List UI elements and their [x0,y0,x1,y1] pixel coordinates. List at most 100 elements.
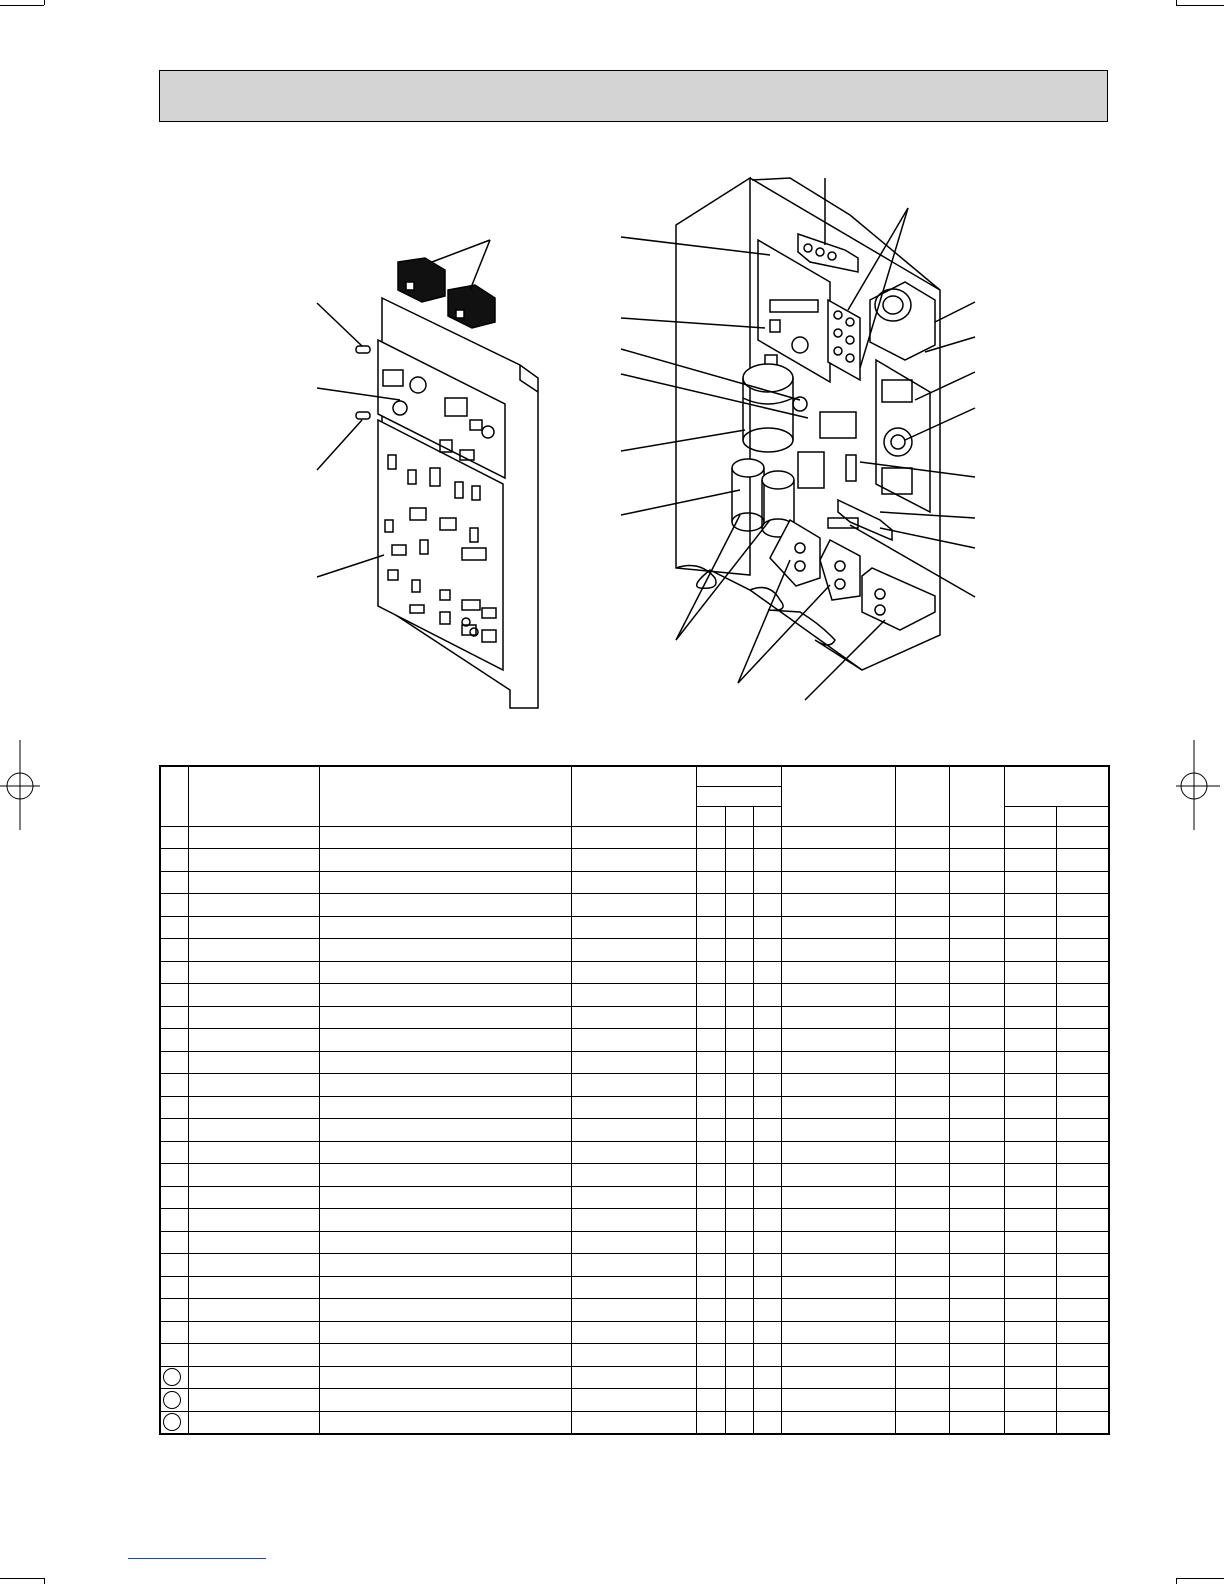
crop-mark-bottom-right-v [1176,1578,1177,1584]
table-cell [571,1208,697,1232]
table-cell [187,1163,320,1187]
table-cell [318,1388,573,1412]
table-cell [695,1140,726,1164]
table-cell [780,1388,896,1412]
table-cell [724,1208,754,1232]
table-cell [318,1298,573,1322]
table-cell [780,1365,896,1389]
table-cell [894,893,951,917]
table-cell [752,1050,782,1074]
table-cell [724,1163,754,1187]
table-cell [780,1275,896,1299]
table-cell [949,1095,1006,1119]
table-cell [724,1410,754,1434]
parts-table-body [159,825,1110,1434]
table-cell [571,1005,697,1029]
table-cell [752,1275,782,1299]
table-cell [187,1275,320,1299]
table-cell [695,870,726,894]
table-cell [752,960,782,984]
table-cell [724,938,754,962]
crop-mark-top-left [0,5,44,6]
table-cell [1004,1185,1058,1209]
header-part-no [187,765,320,827]
table-cell [318,1028,573,1052]
table-cell [949,1410,1006,1434]
table-cell [318,1253,573,1277]
table-cell [949,1275,1006,1299]
table-cell [1004,1253,1058,1277]
table-cell [318,983,573,1007]
table-cell [695,1365,726,1389]
row-number-cell [159,1388,189,1412]
table-row [159,1028,1110,1052]
table-cell [894,1028,951,1052]
table-cell [1004,1163,1058,1187]
table-cell [780,1410,896,1434]
table-cell [780,915,896,939]
table-cell [571,825,697,849]
table-cell [894,1365,951,1389]
table-cell [949,1253,1006,1277]
table-cell [894,1140,951,1164]
table-cell [695,1343,726,1367]
table-cell [752,1388,782,1412]
table-cell [1056,1140,1110,1164]
table-cell [1004,1208,1058,1232]
table-cell [318,1050,573,1074]
circled-marker-icon [163,1390,181,1409]
table-cell [187,1253,320,1277]
table-cell [752,1298,782,1322]
table-cell [724,1275,754,1299]
table-cell [571,893,697,917]
table-cell [949,1005,1006,1029]
table-cell [571,1410,697,1434]
header-recommended-qty [949,765,1006,827]
table-cell [724,893,754,917]
table-cell [318,915,573,939]
table-cell [894,1073,951,1097]
table-cell [894,825,951,849]
header-specification [571,765,697,827]
table-cell [752,1073,782,1097]
table-cell [695,1185,726,1209]
table-cell [187,1005,320,1029]
table-cell [571,1050,697,1074]
header-wiring-symbol [894,765,951,827]
table-cell [1056,1410,1110,1434]
table-cell [1004,1343,1058,1367]
row-number-cell [159,938,189,962]
table-cell [894,960,951,984]
table-cell [1056,960,1110,984]
table-cell [752,1253,782,1277]
table-cell [1004,825,1058,849]
table-row [159,915,1110,939]
table-cell [724,960,754,984]
table-row [159,848,1110,872]
table-cell [752,1230,782,1254]
table-row [159,1140,1110,1164]
table-cell [318,1410,573,1434]
table-cell [571,1140,697,1164]
table-cell [724,1005,754,1029]
table-cell [949,1028,1006,1052]
table-cell [318,1343,573,1367]
table-cell [1056,1253,1110,1277]
header-qty-a [695,805,726,827]
table-row [159,825,1110,849]
header-qty-c [752,805,782,827]
table-row [159,1388,1110,1412]
table-cell [571,1388,697,1412]
row-number-cell [159,893,189,917]
row-number-cell [159,1208,189,1232]
table-cell [695,825,726,849]
table-cell [695,1388,726,1412]
table-cell [695,960,726,984]
table-cell [1056,1095,1110,1119]
table-cell [724,1185,754,1209]
row-number-cell [159,1073,189,1097]
crop-mark-bottom-left-v [44,1578,45,1584]
row-number-cell [159,1050,189,1074]
table-cell [1056,1388,1110,1412]
table-row [159,1298,1110,1322]
